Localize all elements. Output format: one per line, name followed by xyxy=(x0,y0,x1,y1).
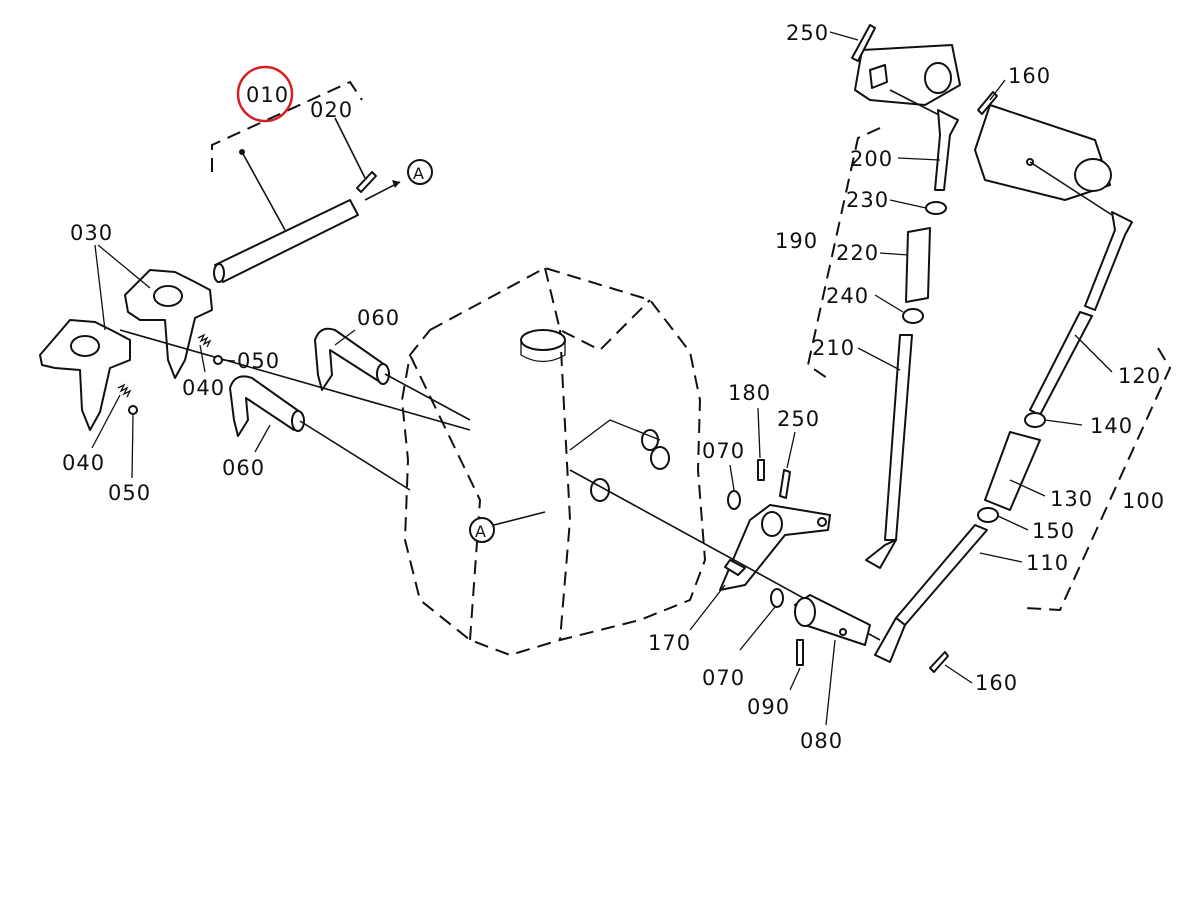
reference-marker-upper: A xyxy=(407,159,433,185)
callout-240: 240 xyxy=(826,284,869,308)
spring-ball-lower xyxy=(117,383,138,415)
callout-030: 030 xyxy=(70,221,113,245)
pin-250-lower xyxy=(779,469,791,499)
callout-040-lower: 040 xyxy=(62,451,105,475)
leader-lines xyxy=(91,31,1113,726)
rod-assembly-100 xyxy=(874,161,1133,673)
collar-080 xyxy=(794,594,871,646)
bell-crank-170 xyxy=(719,504,831,591)
callout-020: 020 xyxy=(310,98,353,122)
callout-190: 190 xyxy=(775,229,818,253)
o-ring-upper xyxy=(727,490,741,510)
highlight-circle xyxy=(236,65,294,123)
callout-110: 110 xyxy=(1026,551,1069,575)
callout-160-lower: 160 xyxy=(975,671,1018,695)
shift-fork-upper xyxy=(124,269,213,379)
right-bracket xyxy=(974,91,1112,201)
callout-100: 100 xyxy=(1122,489,1165,513)
callout-060-upper: 060 xyxy=(357,306,400,330)
callout-050-lower: 050 xyxy=(108,481,151,505)
callout-060-lower: 060 xyxy=(222,456,265,480)
pin-020 xyxy=(334,117,401,201)
axis-line-lever-lower xyxy=(299,420,411,491)
transmission-case xyxy=(400,266,707,657)
callout-230: 230 xyxy=(846,188,889,212)
pin-090 xyxy=(796,639,804,666)
callout-250-upper: 250 xyxy=(786,21,829,45)
callout-040-upper: 040 xyxy=(182,376,225,400)
spring-ball-upper xyxy=(197,333,223,365)
axis-line-lever-upper xyxy=(384,373,471,421)
callout-050-upper: 050 xyxy=(237,349,280,373)
rod-assembly-190 xyxy=(865,89,959,569)
callout-090: 090 xyxy=(747,695,790,719)
callout-220: 220 xyxy=(836,241,879,265)
svg-text:A: A xyxy=(413,164,425,183)
shift-rod xyxy=(213,149,359,283)
callout-160-upper: 160 xyxy=(1008,64,1051,88)
callout-070-lower: 070 xyxy=(702,666,745,690)
axis-line-forks xyxy=(119,329,471,431)
callout-080: 080 xyxy=(800,729,843,753)
assembly-bracket-190 xyxy=(806,127,881,381)
pin-180 xyxy=(757,459,765,481)
callout-140: 140 xyxy=(1090,414,1133,438)
upper-bracket xyxy=(851,24,961,106)
callout-150: 150 xyxy=(1032,519,1075,543)
o-ring-lower xyxy=(770,588,784,608)
shift-fork-lower xyxy=(39,319,131,431)
assembly-bracket-010 xyxy=(211,80,363,172)
callout-010: 010 xyxy=(246,83,289,107)
callout-250-lower: 250 xyxy=(777,407,820,431)
callout-120: 120 xyxy=(1118,364,1161,388)
callout-200: 200 xyxy=(850,147,893,171)
shift-lever-lower xyxy=(229,375,305,437)
callout-210-label: 210 xyxy=(812,336,855,360)
reference-marker-lower: A xyxy=(469,511,546,543)
assembly-bracket-100 xyxy=(1024,347,1172,612)
callout-170: 170 xyxy=(648,631,691,655)
callout-180: 180 xyxy=(728,381,771,405)
callout-130: 130 xyxy=(1050,487,1093,511)
callout-labels: 010 020 030 040 040 050 050 060 060 070 … xyxy=(62,21,1165,753)
callout-070-upper: 070 xyxy=(702,439,745,463)
svg-text:A: A xyxy=(475,522,487,541)
shift-lever-upper xyxy=(314,327,390,391)
